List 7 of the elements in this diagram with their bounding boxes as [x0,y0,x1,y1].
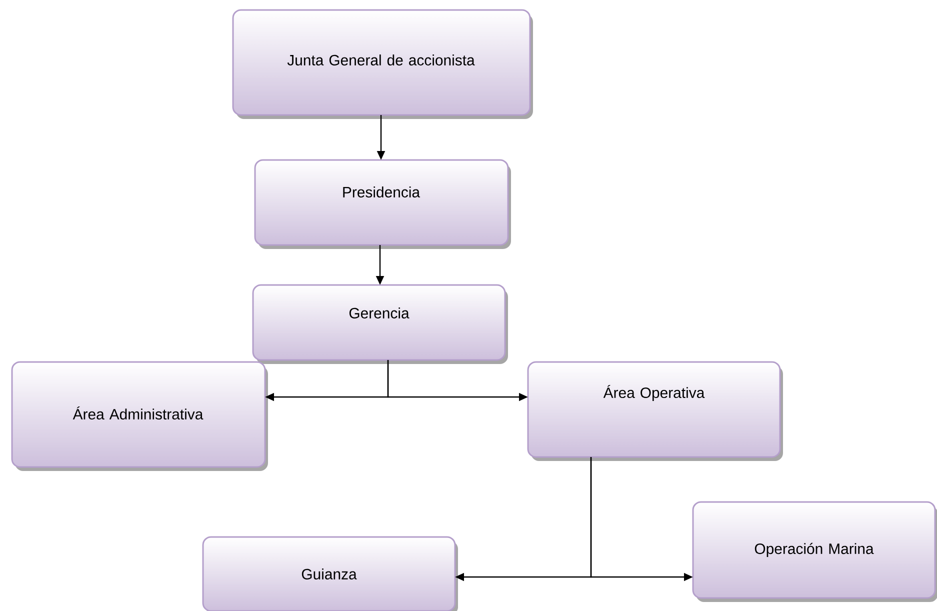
org-box: Área Administrativa [11,361,268,471]
org-box: Guianza [202,536,458,611]
org-box: Junta General de accionista [232,9,533,119]
org-box: Gerencia [252,284,508,364]
org-box: Operación Marina [692,501,937,602]
org-box: Presidencia [254,159,511,249]
org-box: Área Operativa [527,361,783,461]
